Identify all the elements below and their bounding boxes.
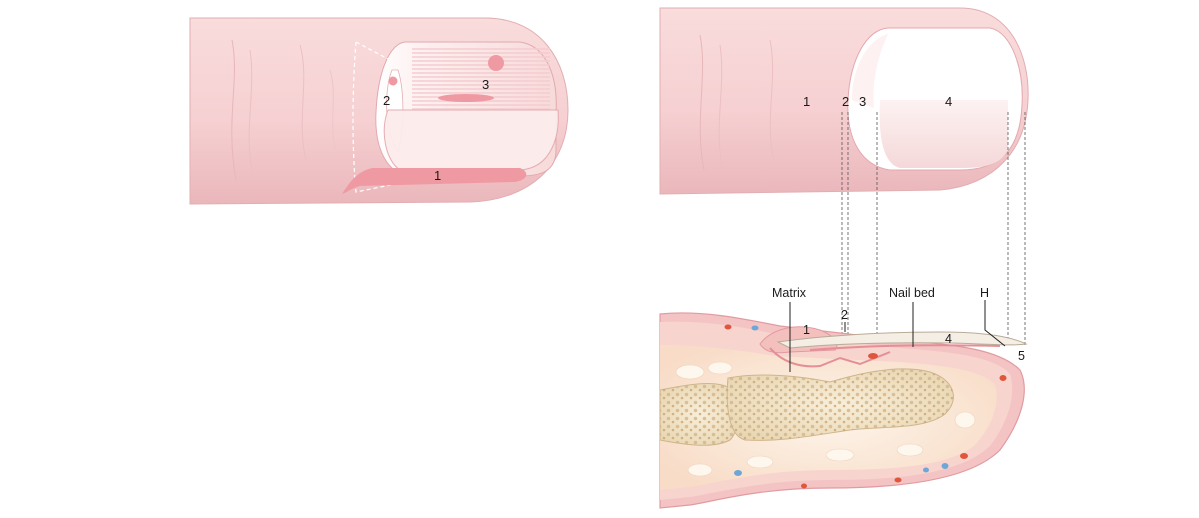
vessel-red — [724, 324, 732, 330]
left-finger-crease-3 — [299, 44, 307, 161]
distal-phalanx-trabeculae — [727, 368, 954, 441]
right-top-lunula — [852, 34, 888, 108]
left-finger-crease-2 — [248, 49, 253, 171]
leader-hyponychium — [984, 300, 1006, 347]
left-finger — [189, 17, 569, 205]
projection-guides — [841, 112, 1026, 346]
nail-bed — [809, 344, 1001, 351]
right-top-nail-plate — [879, 100, 1008, 168]
vessel-blue — [923, 467, 929, 473]
vessel-blue — [734, 470, 742, 476]
fat-lobule — [675, 364, 705, 380]
vessel-red — [960, 453, 968, 459]
label-matrix: Matrix — [772, 286, 807, 300]
fat-lobule — [896, 443, 924, 457]
fat-lobule — [746, 455, 774, 469]
leader-lines — [789, 300, 1006, 372]
fat-lobule — [954, 411, 976, 429]
right-top-label-plate: 4 — [945, 94, 952, 109]
vessel-red — [801, 483, 807, 489]
label-section-2: 2 — [841, 308, 848, 322]
right-top-finger — [659, 7, 1029, 195]
left-small-spot — [388, 76, 398, 86]
left-finger-crease-4 — [329, 69, 337, 151]
cross-section — [659, 312, 1028, 509]
left-streak — [438, 94, 494, 102]
fat-lobule — [707, 361, 733, 375]
left-label-lunula: 2 — [383, 93, 390, 108]
fat-lobule — [687, 463, 713, 477]
middle-phalanx-trabeculae — [660, 383, 740, 446]
vessel-blue — [751, 325, 759, 331]
right-top-label-matrix-edge: 2 — [842, 94, 849, 109]
right-top-label-lunula-edge: 3 — [859, 94, 866, 109]
left-overlay-flap — [383, 109, 559, 171]
left-proximal-fold — [342, 168, 527, 194]
vessel-blue — [941, 463, 949, 469]
label-section-4: 4 — [945, 332, 952, 346]
left-finger-crease-1 — [231, 39, 237, 181]
right-top-crease-1 — [699, 34, 705, 171]
left-spot — [488, 55, 504, 71]
right-top-crease-3 — [769, 39, 775, 161]
label-section-1: 1 — [803, 323, 810, 337]
label-nail-bed: Nail bed — [889, 286, 935, 300]
label-hyponychium: H — [980, 286, 989, 300]
left-label-spot: 3 — [482, 77, 489, 92]
fat-lobule — [825, 448, 855, 462]
vessel-red — [868, 353, 878, 359]
section-nail-plate — [776, 331, 1028, 349]
vessel-red — [999, 375, 1007, 381]
matrix — [769, 347, 891, 368]
right-top-label-skin: 1 — [803, 94, 810, 109]
left-label-fold: 1 — [434, 168, 441, 183]
right-top-crease-2 — [718, 44, 723, 166]
vessel-red — [894, 477, 902, 483]
label-section-5: 5 — [1018, 349, 1025, 363]
